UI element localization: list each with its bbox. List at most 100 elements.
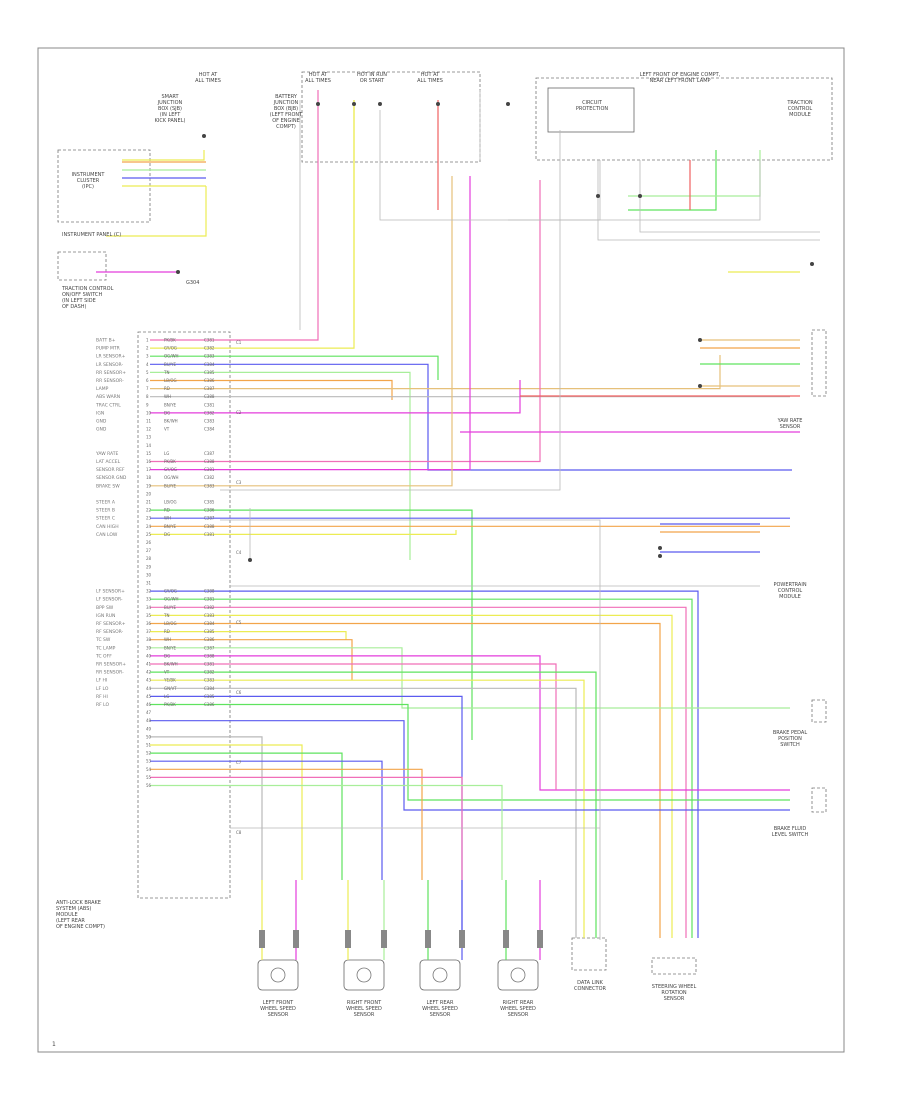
wire-ipc-feed xyxy=(122,150,205,161)
abs-pin-label: LAT ACCEL xyxy=(96,459,121,465)
abs-pin-number: 26 xyxy=(146,540,152,545)
abs-pin-circuit: C382 xyxy=(204,475,215,480)
abs-pin-number: 28 xyxy=(146,556,152,561)
abs-pin-circuit: C383 xyxy=(204,678,215,683)
component-label-traction-module: CONTROL xyxy=(788,106,813,112)
abs-pin-number: 53 xyxy=(146,759,152,764)
sensor-connector-terminal xyxy=(503,930,509,948)
wire-bottom-pin xyxy=(150,776,463,880)
component-label-lf-wheel-sensor: WHEEL SPEED xyxy=(260,1006,296,1012)
abs-pin-wire-color: DG xyxy=(164,410,170,415)
wire-abs-pin-1 xyxy=(150,90,319,341)
abs-pin-wire-color: PK/BK xyxy=(164,459,176,464)
rf-wheel-sensor xyxy=(343,959,385,991)
component-label-battery-junction: OF ENGINE xyxy=(272,118,300,124)
wire-abs-pin-3 xyxy=(150,355,439,380)
connector-label: C4 xyxy=(236,550,242,555)
abs-pin-number: 42 xyxy=(146,670,152,675)
component-label-traction-module: TRACTION xyxy=(786,100,813,106)
splice-dot xyxy=(638,194,642,198)
fuse-block xyxy=(547,87,635,133)
abs-pin-circuit: C384 xyxy=(204,686,215,691)
wire-abs-pin-44 xyxy=(150,687,577,938)
yaw-rate-box xyxy=(811,329,827,397)
component-label-steering-sensor: SENSOR xyxy=(664,996,685,1002)
abs-pin-label: LF LO xyxy=(96,686,109,692)
splice-dot xyxy=(316,102,320,106)
lr-wheel-sensor xyxy=(419,959,461,991)
abs-pin-label: IGN xyxy=(96,410,104,416)
abs-pin-wire-color: LG xyxy=(164,451,169,456)
component-label-pcm: CONTROL xyxy=(778,588,803,594)
abs-pin-number: 50 xyxy=(146,734,152,739)
splice-dots xyxy=(176,102,814,562)
splice-dot xyxy=(378,102,382,106)
component-label-instrument-panel: INSTRUMENT PANEL (C) xyxy=(62,232,121,238)
abs-pin-circuit: C388 xyxy=(204,394,215,399)
component-label-circuit-protection: CIRCUIT xyxy=(582,100,603,106)
component-label-rr-wheel-sensor: RIGHT REAR xyxy=(503,1000,534,1006)
wire-bjb-green xyxy=(628,150,717,211)
splice-dot xyxy=(810,262,814,266)
abs-pin-number: 5 xyxy=(146,370,149,375)
component-label-hot-fuse-left: HOT AT xyxy=(199,72,218,78)
abs-pin-label: LAMP xyxy=(96,386,109,392)
abs-pin-number: 21 xyxy=(146,500,152,505)
component-label-hot-run-start: OR START xyxy=(360,78,385,84)
abs-pin-label: RF SENSOR+ xyxy=(96,621,126,627)
abs-pin-wire-color: VT xyxy=(164,427,170,432)
abs-pin-label: IGN RUN xyxy=(96,613,115,619)
abs-pin-circuit: C388 xyxy=(204,653,215,658)
component-label-battery-junction: (LEFT FRONT xyxy=(270,112,303,118)
wire-layer xyxy=(96,90,800,960)
abs-pin-label: LF SENSOR- xyxy=(96,597,123,603)
component-label-hot-fuse-mid: ALL TIMES xyxy=(305,78,331,84)
data-link-connector xyxy=(571,937,607,971)
abs-pin-label: STEER A xyxy=(96,500,116,506)
abs-pin-label: GND xyxy=(96,419,107,425)
abs-pin-label: RR SENSOR- xyxy=(96,670,124,676)
component-label-lr-wheel-sensor: WHEEL SPEED xyxy=(422,1006,458,1012)
steering-sensor-box xyxy=(651,957,697,975)
abs-pin-label: RF SENSOR- xyxy=(96,629,124,635)
abs-pin-number: 45 xyxy=(146,694,152,699)
component-label-abs-module: ANTI-LOCK BRAKE xyxy=(56,900,101,906)
abs-pin-label: SENSOR REF xyxy=(96,467,125,473)
component-label-hot-fuse-mid: HOT AT xyxy=(309,72,328,78)
abs-pin-number: 20 xyxy=(146,491,152,496)
abs-pin-wire-color: GY/OG xyxy=(164,467,177,472)
abs-pin-label: BPP SW xyxy=(96,605,114,611)
wire-abs-pin-36 xyxy=(150,622,661,938)
abs-pin-circuit: C381 xyxy=(204,467,215,472)
rr-wheel-sensor xyxy=(497,959,539,991)
abs-pin-wire-color: OG/WH xyxy=(164,475,179,480)
wire-bottom-pin xyxy=(150,760,383,880)
component-label-lr-wheel-sensor: SENSOR xyxy=(430,1012,451,1018)
abs-pin-circuit: C386 xyxy=(204,508,215,513)
splice-dot xyxy=(698,384,702,388)
abs-pin-number: 22 xyxy=(146,508,152,513)
component-label-smart-junction: SMART xyxy=(161,94,179,100)
wire-abs-pin-10 xyxy=(150,380,521,414)
abs-pin-circuit: C383 xyxy=(204,419,215,424)
wire-abs-pin-7 xyxy=(150,355,721,390)
component-label-abs-module: SYSTEM (ABS) xyxy=(56,906,91,912)
sensor-connector-terminal xyxy=(425,930,431,948)
component-label-brake-pedal: BRAKE PEDAL xyxy=(773,730,808,736)
wire-abs-pin-40 xyxy=(150,655,790,791)
abs-pin-number: 17 xyxy=(146,467,152,472)
abs-pin-wire-color: BN/YE xyxy=(164,645,177,650)
component-label-traction-module: MODULE xyxy=(789,112,811,118)
component-label-hot-run-start: HOT IN RUN xyxy=(357,72,387,78)
component-label-battery-junction: JUNCTION xyxy=(273,100,299,106)
abs-pin-wire-color: BU/YE xyxy=(164,362,176,367)
abs-pin-circuit: C388 xyxy=(204,459,215,464)
lf-wheel-sensor xyxy=(257,959,299,991)
abs-pin-circuit: C383 xyxy=(204,613,215,618)
wire-abs-pin-33 xyxy=(150,598,693,938)
component-label-brake-fluid: LEVEL SWITCH xyxy=(772,832,809,838)
abs-pin-number: 41 xyxy=(146,662,152,667)
component-label-data-link: CONNECTOR xyxy=(574,986,607,992)
wire-bottom-pin xyxy=(150,744,303,880)
abs-pin-label: LF HI xyxy=(96,678,107,684)
